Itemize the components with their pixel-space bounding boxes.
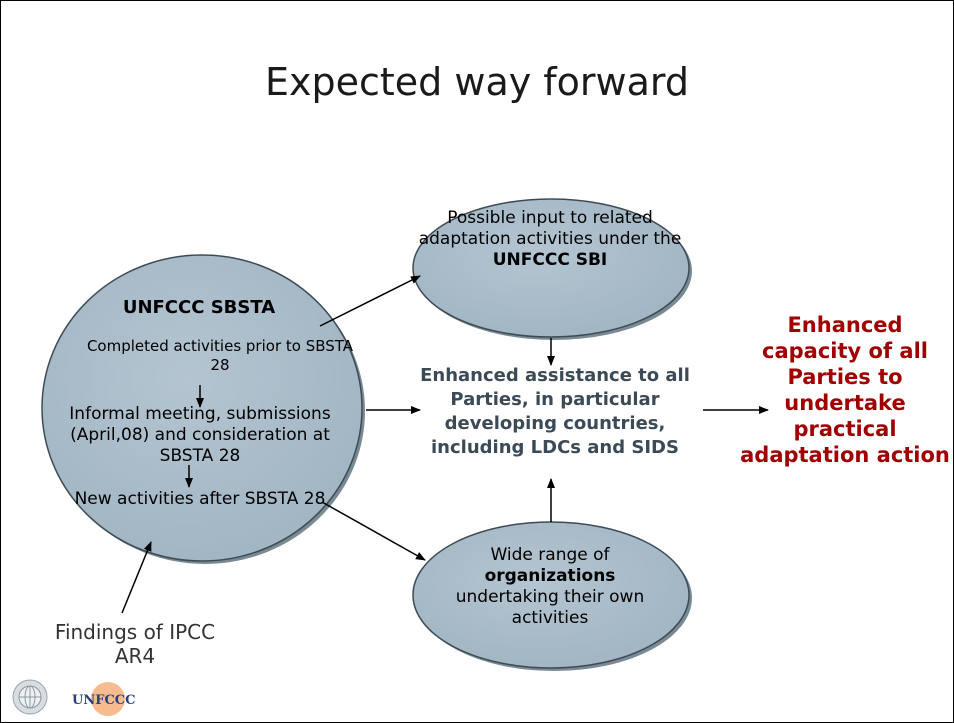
final-outcome-text: Enhanced capacity of all Parties to unde… xyxy=(740,313,950,467)
findings-source-text: Findings of IPCC AR4 xyxy=(54,620,216,668)
arrow-sbsta-to-sbi xyxy=(319,275,421,327)
unfccc-logo: UNFCCC xyxy=(72,682,136,716)
svg-text:UNFCCC: UNFCCC xyxy=(72,693,136,708)
sbsta-item-completed: Completed activities prior to SBSTA 28 xyxy=(86,337,354,374)
sbi-node-label: Possible input to related adaptation act… xyxy=(418,208,682,249)
sbsta-item-informal: Informal meeting, submissions (April,08)… xyxy=(69,404,331,466)
arrow-sbsta-to-organizations xyxy=(321,501,426,561)
center-outcome-text: Enhanced assistance to all Parties, in p… xyxy=(420,365,690,458)
sbsta-title: UNFCCC SBSTA xyxy=(122,297,276,318)
organizations-node-text: Wide range of organizations undertaking … xyxy=(415,545,685,629)
sbsta-item-new: New activities after SBSTA 28 xyxy=(74,489,326,509)
sbi-node-label-bold: UNFCCC SBI xyxy=(492,250,608,270)
un-emblem-icon xyxy=(12,679,48,715)
sbi-node-text: Possible input to related adaptation act… xyxy=(415,208,685,271)
organizations-node-label-bold: organizations xyxy=(484,566,616,586)
sbsta-node xyxy=(41,254,363,562)
arrow-findings-to-sbsta xyxy=(121,541,152,614)
organizations-node-label-2: undertaking their own activities xyxy=(455,587,645,628)
slide-title: Expected way forward xyxy=(265,60,689,104)
organizations-node-label-1: Wide range of xyxy=(490,545,610,565)
sbi-node xyxy=(412,198,690,338)
footer-logos: UNFCCC xyxy=(12,679,136,716)
